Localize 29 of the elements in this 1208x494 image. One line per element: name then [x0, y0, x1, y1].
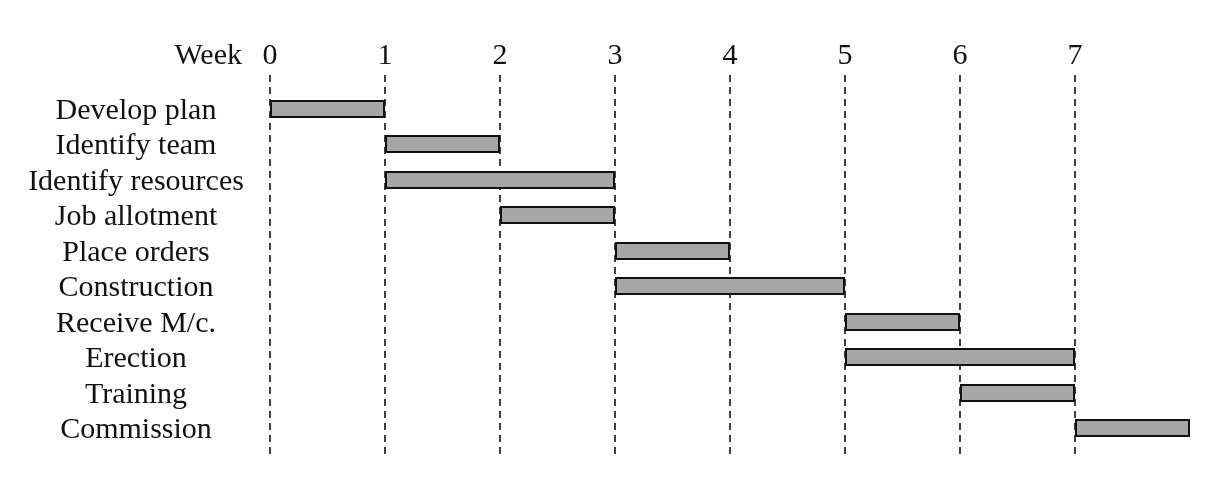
gantt-bar — [270, 99, 385, 118]
tick-label: 0 — [262, 39, 278, 69]
tick-label: 1 — [377, 39, 393, 69]
task-label: Identify resources — [28, 164, 244, 195]
tick-label: 3 — [607, 39, 623, 69]
gantt-bar — [1075, 419, 1190, 438]
task-label: Construction — [58, 271, 214, 302]
task-label: Job allotment — [54, 200, 218, 231]
axis-title: Week — [174, 39, 242, 69]
task-label: Erection — [85, 342, 187, 373]
task-label: Develop plan — [55, 93, 217, 124]
tick-label: 4 — [722, 39, 738, 69]
tick-label: 5 — [837, 39, 853, 69]
gantt-bar — [385, 170, 615, 189]
task-label: Identify team — [55, 129, 217, 160]
tick-label: 6 — [952, 39, 968, 69]
gantt-bar — [615, 241, 730, 260]
tick-label: 2 — [492, 39, 508, 69]
gantt-bar — [615, 277, 845, 296]
task-label: Training — [84, 377, 188, 408]
task-label: Receive M/c. — [56, 306, 216, 337]
gantt-bar — [845, 348, 1075, 367]
gantt-bar — [845, 312, 960, 331]
tick-label: 7 — [1067, 39, 1083, 69]
task-label: Place orders — [62, 235, 210, 266]
gantt-bar — [500, 206, 615, 225]
task-label: Commission — [60, 413, 212, 444]
gantt-bar — [960, 383, 1075, 402]
gantt-bar — [385, 135, 500, 154]
